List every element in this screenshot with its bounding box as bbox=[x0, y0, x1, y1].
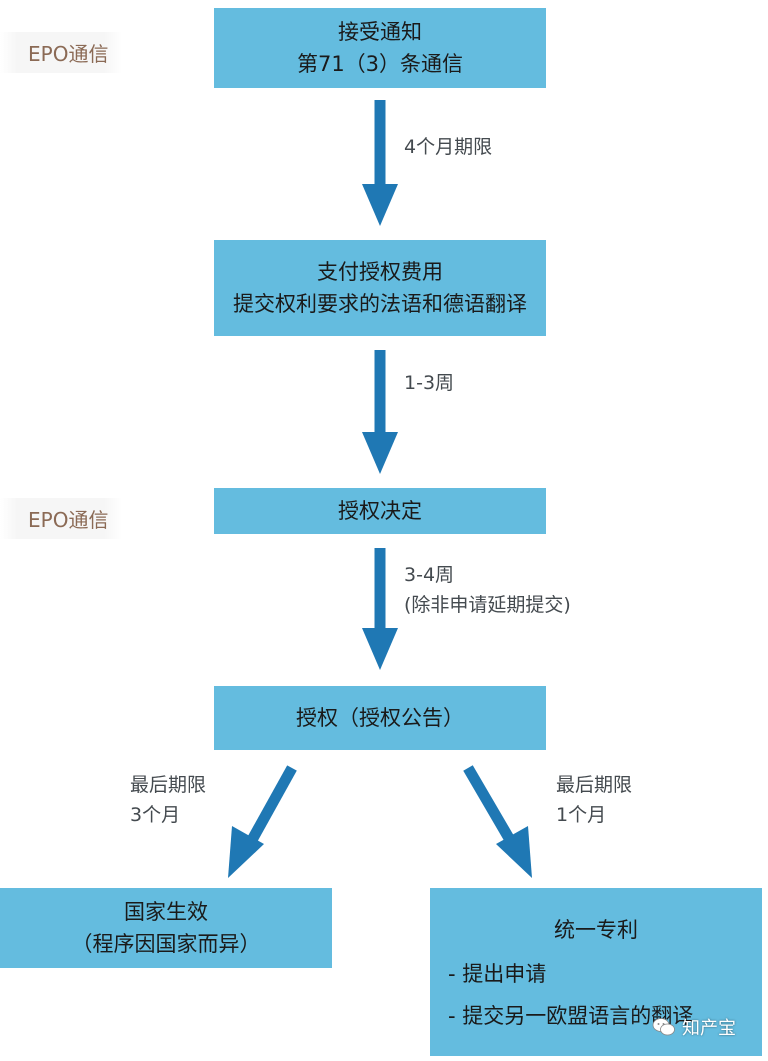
arrow-label-3-4-weeks-line2: (除非申请延期提交) bbox=[404, 594, 571, 616]
national-deadline-line2: 3个月 bbox=[130, 804, 181, 826]
step-notice-title: 接受通知 bbox=[338, 20, 422, 44]
step-national-title: 国家生效 bbox=[124, 900, 208, 924]
step-national-subtitle: （程序因国家而异） bbox=[71, 932, 261, 956]
watermark-text: 知产宝 bbox=[682, 1018, 736, 1039]
unitary-deadline-line2: 1个月 bbox=[556, 804, 607, 826]
arrow-label-3-4-weeks: 3-4周 (除非申请延期提交) bbox=[404, 560, 571, 620]
step-pay-box: 支付授权费用 提交权利要求的法语和德语翻译 bbox=[214, 240, 546, 336]
step-pay-subtitle: 提交权利要求的法语和德语翻译 bbox=[233, 292, 527, 316]
arrow-label-3-4-weeks-line1: 3-4周 bbox=[404, 564, 455, 586]
step-grant-title: 授权（授权公告） bbox=[296, 706, 464, 730]
unitary-deadline-line1: 最后期限 bbox=[556, 774, 633, 796]
arrow-decision-to-grant bbox=[362, 548, 398, 670]
arrow-label-4-months: 4个月期限 bbox=[404, 132, 492, 162]
arrow-label-1-3-weeks-text: 1-3周 bbox=[404, 372, 455, 394]
arrow-grant-to-national bbox=[228, 765, 297, 878]
step-notice-subtitle: 第71（3）条通信 bbox=[296, 52, 464, 76]
step-decision-title: 授权决定 bbox=[338, 499, 422, 523]
epo-communication-label-1: EPO通信 bbox=[0, 32, 123, 73]
step-pay-title: 支付授权费用 bbox=[317, 260, 443, 284]
arrow-pay-to-decision bbox=[362, 350, 398, 474]
national-deadline-line1: 最后期限 bbox=[130, 774, 207, 796]
step-unitary-item-2: - 提交另一欧盟语言的翻译 bbox=[448, 1004, 694, 1028]
arrow-label-4-months-text: 4个月期限 bbox=[404, 136, 493, 158]
arrow-label-1-3-weeks: 1-3周 bbox=[404, 368, 454, 398]
step-decision-box: 授权决定 bbox=[214, 488, 546, 534]
step-national-box: 国家生效 （程序因国家而异） bbox=[0, 888, 332, 968]
wechat-icon bbox=[652, 1017, 676, 1037]
step-unitary-item-1: - 提出申请 bbox=[448, 962, 547, 986]
watermark: 知产宝 bbox=[652, 1014, 736, 1040]
step-notice-box: 接受通知 第71（3）条通信 bbox=[214, 8, 546, 88]
arrow-notice-to-pay bbox=[362, 100, 398, 226]
step-unitary-title: 统一专利 bbox=[554, 918, 638, 942]
arrow-grant-to-unitary bbox=[463, 765, 532, 878]
arrow-label-unitary-deadline: 最后期限 1个月 bbox=[556, 770, 632, 830]
epo-communication-label-2: EPO通信 bbox=[0, 498, 123, 539]
step-unitary-box: 统一专利 - 提出申请 - 提交另一欧盟语言的翻译 bbox=[430, 888, 762, 1056]
arrow-label-national-deadline: 最后期限 3个月 bbox=[130, 770, 206, 830]
step-grant-box: 授权（授权公告） bbox=[214, 686, 546, 750]
